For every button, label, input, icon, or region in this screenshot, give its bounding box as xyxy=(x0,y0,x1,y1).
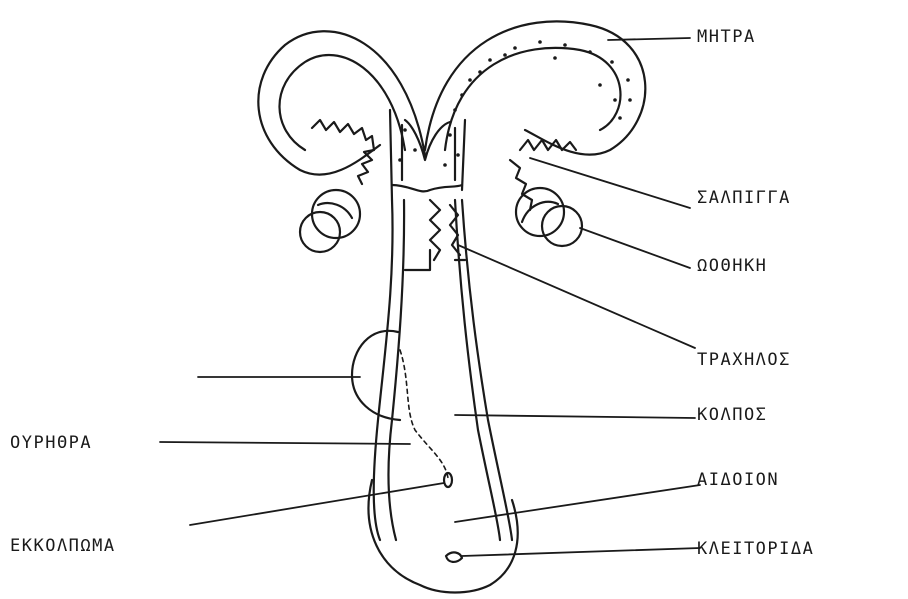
leader-fallopian-tube xyxy=(530,158,690,208)
leader-ovary xyxy=(580,228,690,268)
leader-lines xyxy=(160,38,700,556)
label-ovary: ΩΟΘΗΚΗ xyxy=(697,256,767,276)
vulva xyxy=(369,480,518,593)
label-cervix: ΤΡΑΧΗΛΟΣ xyxy=(697,350,791,370)
label-vagina: ΚΟΛΠΟΣ xyxy=(697,405,767,425)
label-pouch: ΕΚΚΟΛΠΩΜΑ xyxy=(10,536,116,556)
left-uterine-horn xyxy=(258,31,425,174)
label-urethra: ΟΥΡΗΘΡΑ xyxy=(10,433,92,453)
uterine-lining-dots xyxy=(398,40,632,167)
label-uterus: ΜΗΤΡΑ xyxy=(697,27,756,47)
uterine-body xyxy=(390,110,465,200)
urethra xyxy=(400,350,448,478)
leader-pouch xyxy=(190,483,444,525)
label-clitoris: ΚΛΕΙΤΟΡΙΔΑ xyxy=(697,539,814,559)
leader-vagina xyxy=(455,415,695,418)
leader-cervix xyxy=(458,245,695,348)
leader-clitoris xyxy=(462,548,700,556)
left-ovary xyxy=(300,190,360,252)
right-uterine-horn xyxy=(398,21,645,166)
label-fallopian-tube: ΣΑΛΠΙΓΓΑ xyxy=(697,188,791,208)
leader-urethra xyxy=(160,442,410,444)
vaginal-canal xyxy=(374,200,512,540)
label-vulva: ΑΙΔΟΙΟΝ xyxy=(697,470,779,490)
clitoris xyxy=(446,552,462,562)
